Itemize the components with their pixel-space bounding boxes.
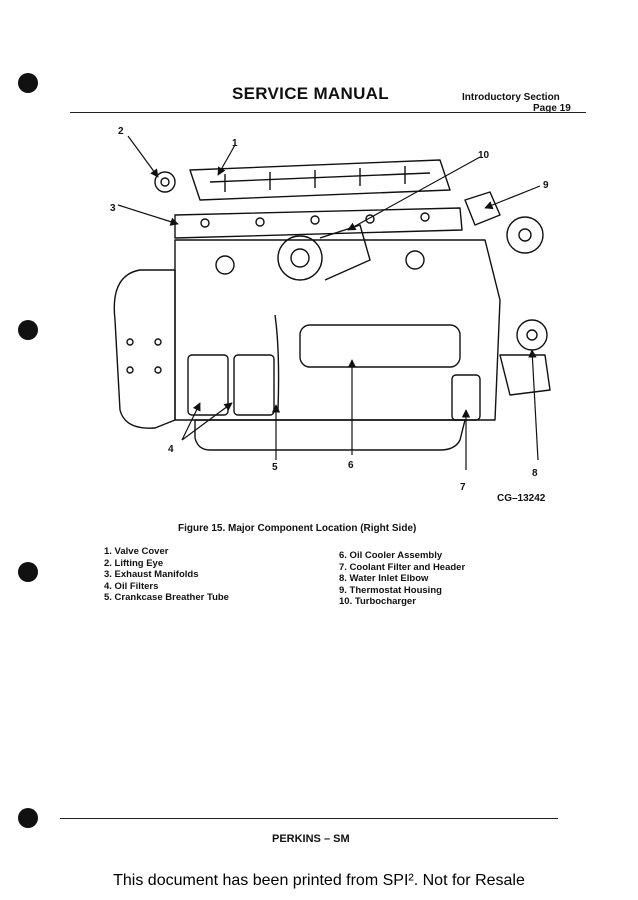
callout-2: 2: [118, 126, 124, 137]
section-name: Introductory Section: [462, 92, 560, 103]
figure-caption: Figure 15. Major Component Location (Rig…: [178, 523, 417, 534]
callout-4: 4: [168, 444, 174, 455]
callout-10: 10: [478, 150, 490, 161]
callout-arrows: [117, 135, 541, 470]
callout-9: 9: [543, 180, 549, 191]
engine-drawing: [113, 159, 551, 451]
legend-item-8: 8. Water Inlet Elbow: [339, 573, 429, 585]
legend-item-3: 3. Exhaust Manifolds: [104, 569, 199, 581]
page-number: Page 19: [533, 103, 571, 114]
footer-label: PERKINS – SM: [272, 833, 350, 845]
legend-item-1: 1. Valve Cover: [104, 546, 169, 557]
header-rule: [70, 112, 586, 113]
callout-3: 3: [110, 203, 116, 214]
callout-7: 7: [460, 482, 466, 490]
punch-hole-4: [18, 808, 38, 828]
drawing-id: CG–13242: [497, 493, 546, 504]
punch-hole-3: [18, 562, 38, 582]
legend-item-2: 2. Lifting Eye: [104, 557, 164, 569]
engine-figure: 1 2 3 4 5 6 7 8 9 10: [110, 126, 551, 490]
manual-title: SERVICE MANUAL: [232, 84, 389, 103]
legend-item-6: 6. Oil Cooler Assembly: [339, 550, 443, 561]
callout-8: 8: [532, 468, 538, 479]
footer-rule: [60, 818, 558, 819]
legend-item-7: 7. Coolant Filter and Header: [339, 561, 466, 573]
resale-note: This document has been printed from SPI²…: [113, 872, 525, 889]
callout-5: 5: [272, 462, 278, 473]
callout-1: 1: [232, 138, 238, 149]
legend-item-9: 9. Thermostat Housing: [339, 584, 442, 596]
legend-item-10: 10. Turbocharger: [339, 596, 416, 608]
legend-item-5: 5. Crankcase Breather Tube: [104, 592, 229, 604]
legend-right: 6. Oil Cooler Assembly 7. Coolant Filter…: [339, 550, 465, 608]
legend-left: 1. Valve Cover 2. Lifting Eye 3. Exhaust…: [104, 546, 229, 604]
callout-6: 6: [348, 460, 354, 471]
legend-item-4: 4. Oil Filters: [104, 580, 159, 592]
callout-labels: 1 2 3 4 5 6 7 8 9 10: [110, 126, 549, 490]
punch-hole-2: [18, 320, 38, 340]
punch-hole-1: [18, 73, 38, 93]
